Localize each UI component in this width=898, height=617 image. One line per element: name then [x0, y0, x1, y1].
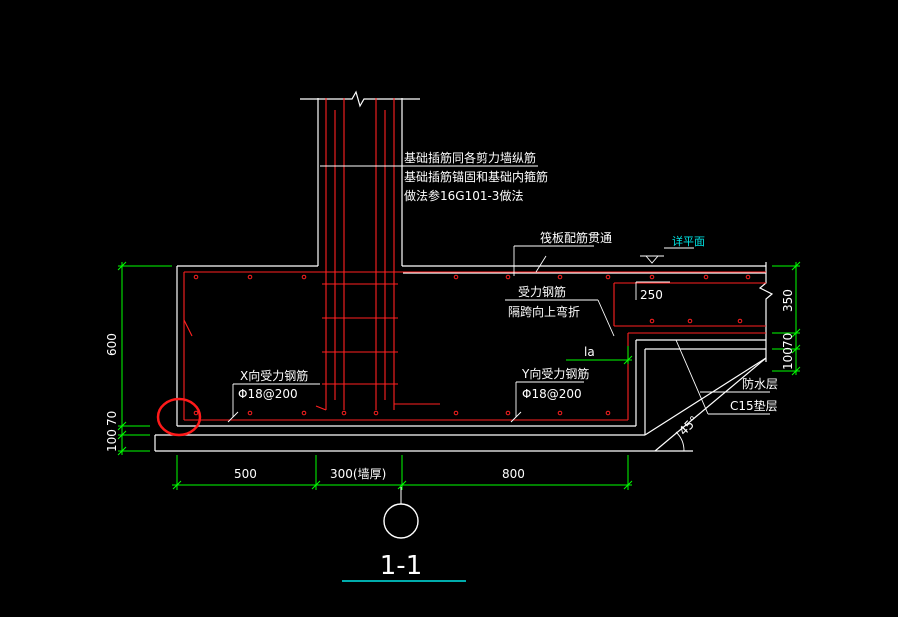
dim-step-250: 250	[640, 288, 663, 302]
dim-right-100: 100	[781, 347, 795, 370]
note-wall-dowel-1: 基础插筋同各剪力墙纵筋	[404, 150, 536, 165]
dim-right-70: 70	[781, 333, 795, 348]
note-anchor-len: la	[584, 345, 595, 359]
dim-left-height: 600	[105, 333, 119, 356]
rebar-dots	[193, 274, 751, 416]
note-x-bar-spec: Φ18@200	[238, 387, 298, 401]
note-slope: 45°	[676, 413, 701, 438]
note-waterproof: 防水层	[742, 376, 778, 391]
note-x-bar-label: X向受力钢筋	[240, 368, 308, 383]
wall-outline	[300, 90, 420, 266]
note-stress-bar: 受力钢筋	[518, 284, 566, 299]
dimension-lines	[117, 261, 801, 490]
note-bend-up: 隔跨向上弯折	[508, 304, 580, 319]
note-wall-dowel-2: 基础插筋锚固和基础内箍筋	[404, 169, 548, 184]
note-y-bar-label: Y向受力钢筋	[521, 366, 589, 381]
section-label: 1-1	[380, 551, 422, 581]
note-ref-level: 详平面	[672, 234, 705, 248]
note-y-bar-spec: Φ18@200	[522, 387, 582, 401]
dim-bottom-left: 500	[234, 467, 257, 481]
note-raft-through: 筏板配筋贯通	[540, 230, 612, 245]
dim-left-cushion: 100	[105, 429, 119, 452]
highlight-circle	[156, 397, 202, 437]
dim-bottom-right: 800	[502, 467, 525, 481]
note-cushion: C15垫层	[730, 398, 778, 413]
slab-outline	[154, 262, 774, 452]
note-wall-dowel-3: 做法参16G101-3做法	[404, 188, 523, 203]
dim-left-cover: 70	[105, 411, 119, 426]
dim-bottom-wall: 300(墙厚)	[330, 467, 386, 481]
leader-lines	[227, 165, 770, 452]
section-symbol-circle	[383, 503, 419, 539]
rebar	[183, 98, 766, 421]
dim-right-350: 350	[781, 289, 795, 312]
